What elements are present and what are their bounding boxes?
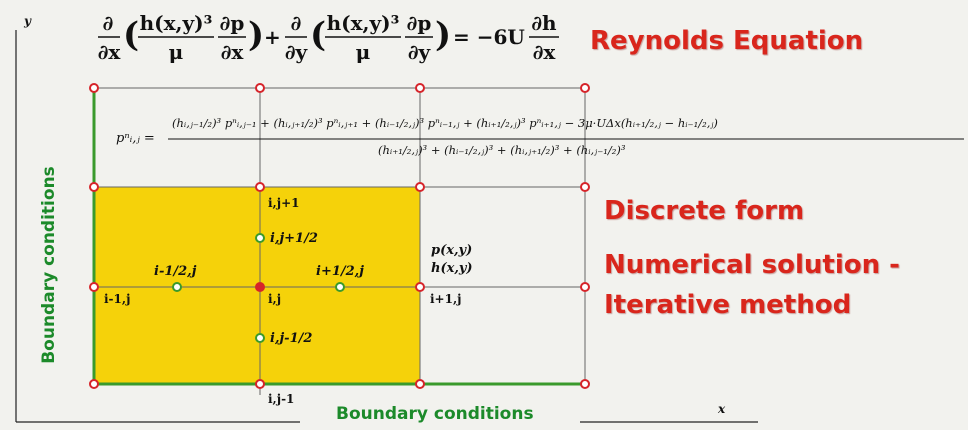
half-node-left-marker [172,282,182,292]
svg-text:∂x: ∂x [533,40,557,64]
svg-text:∂x: ∂x [98,40,121,64]
reynolds-equation: ∂ ∂x ( h(x,y)³ μ ∂p ∂x ) + ∂ ∂y ( h(x,y)… [98,11,559,64]
discrete-numerator: (hᵢ,ⱼ₋₁/₂)³ pⁿᵢ,ⱼ₋₁ + (hᵢ,ⱼ₊₁/₂)³ pⁿᵢ,ⱼ₊… [172,116,718,130]
svg-text:∂: ∂ [103,11,114,35]
half-label-left: i-1/2,j [154,264,197,279]
discrete-title: Discrete form [604,196,805,226]
svg-text:h(x,y)³: h(x,y)³ [327,11,400,35]
numerical-title-line1: Numerical solution - [604,250,900,280]
node-marker [89,83,99,93]
node-marker [415,83,425,93]
node-marker [255,83,265,93]
discrete-denominator: (hᵢ₊₁/₂,ⱼ)³ + (hᵢ₋₁/₂,ⱼ)³ + (hᵢ,ⱼ₊₁/₂)³ … [378,143,626,157]
y-axis-label: y [24,14,31,28]
node-marker [580,282,590,292]
discrete-lhs: pⁿᵢ,ⱼ = [116,131,155,146]
svg-text:∂: ∂ [291,11,302,35]
svg-text:∂y: ∂y [408,40,432,64]
svg-text:∂h: ∂h [531,11,557,35]
node-marker [89,379,99,389]
discrete-fraction-bar [168,138,964,140]
svg-text:∂p: ∂p [220,11,245,35]
svg-text:(: ( [123,15,139,55]
pressure-point-label: p(x,y) [431,243,473,258]
half-label-bottom: i,j-1/2 [270,331,313,346]
svg-text:h(x,y)³: h(x,y)³ [140,11,213,35]
node-marker [255,379,265,389]
center-node-marker [255,282,265,292]
half-node-top-marker [255,233,265,243]
svg-text:= −6U: = −6U [453,25,525,49]
left-boundary-label: Boundary conditions [39,166,59,364]
svg-text:μ: μ [356,40,371,64]
node-marker [89,282,99,292]
svg-text:+: + [264,25,281,49]
node-label-top: i,j+1 [268,196,300,210]
numerical-title-line2: Iterative method [604,290,852,320]
node-label-bottom: i,j-1 [268,392,295,406]
half-label-right: i+1/2,j [316,264,364,279]
svg-text:(: ( [310,15,326,55]
node-marker [415,282,425,292]
svg-text:): ) [435,15,451,55]
node-label-right: i+1,j [430,292,462,306]
node-marker [580,379,590,389]
svg-text:μ: μ [169,40,184,64]
node-label-left: i-1,j [104,292,131,306]
node-marker [580,182,590,192]
bottom-boundary-label: Boundary conditions [336,404,534,424]
svg-text:∂y: ∂y [285,40,309,64]
node-marker [255,182,265,192]
height-point-label: h(x,y) [431,261,473,276]
half-node-bottom-marker [255,333,265,343]
svg-text:∂x: ∂x [221,40,245,64]
half-node-right-marker [335,282,345,292]
svg-text:∂p: ∂p [407,11,432,35]
svg-text:): ) [248,15,264,55]
node-marker [580,83,590,93]
node-marker [89,182,99,192]
x-axis-label: x [718,402,726,416]
node-label-center: i,j [268,292,282,306]
node-marker [415,182,425,192]
node-marker [415,379,425,389]
half-label-top: i,j+1/2 [270,231,318,246]
reynolds-title: Reynolds Equation [590,26,864,56]
